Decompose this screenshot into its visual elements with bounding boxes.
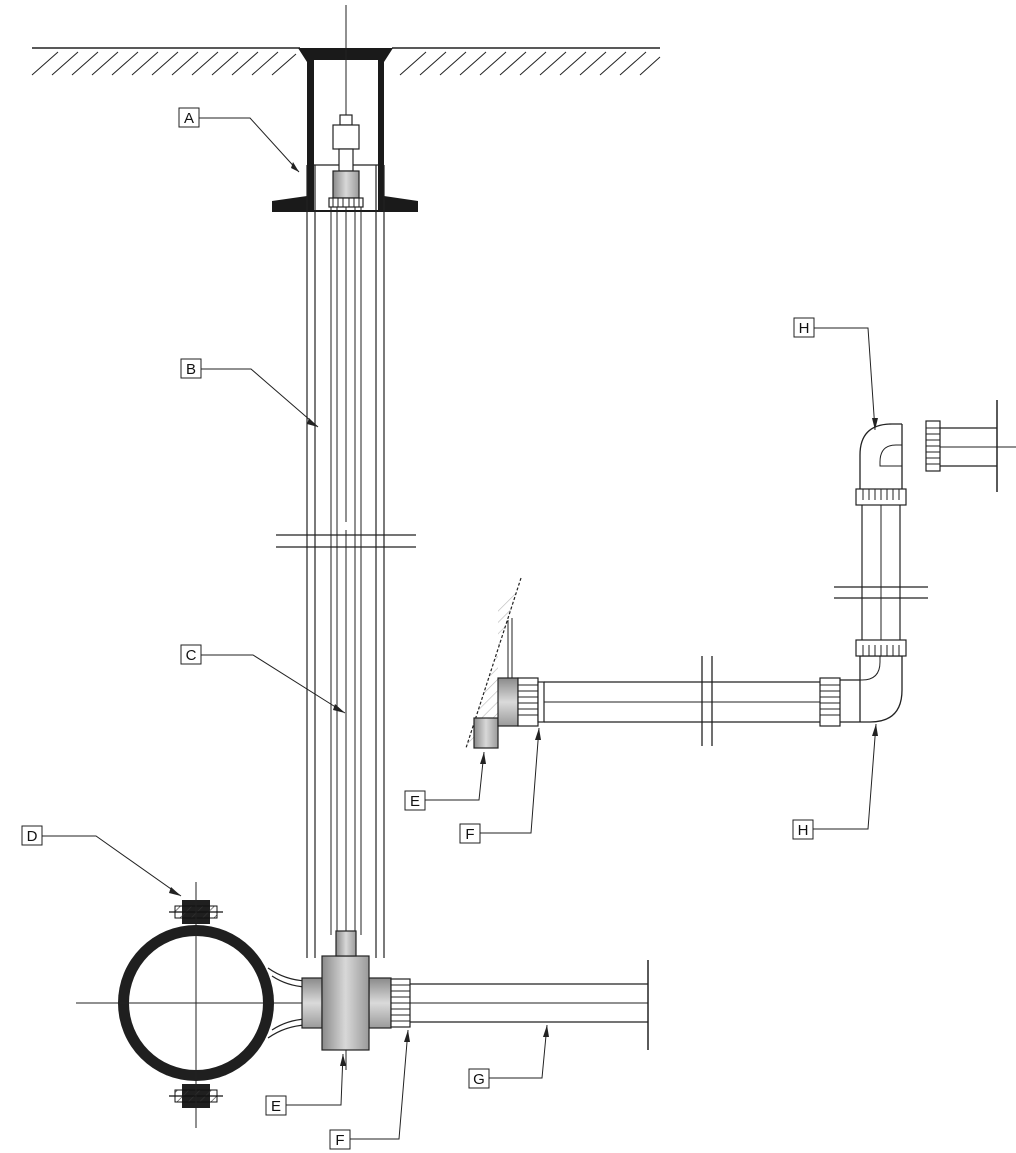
- callout-a-text: A: [184, 110, 194, 127]
- callout-f-upper-text: F: [465, 826, 474, 843]
- callout-e-upper: E: [404, 751, 486, 811]
- riser-coupling-upper: [855, 488, 907, 506]
- callout-g-text: G: [473, 1071, 485, 1088]
- callout-b-text: B: [186, 361, 196, 378]
- service-pipe-lower: [410, 960, 649, 1050]
- water-main: [76, 882, 307, 1128]
- callout-f-lower: F: [329, 1029, 410, 1150]
- operating-rod: [330, 205, 362, 935]
- callout-d-text: D: [27, 828, 38, 845]
- rod-top-fitting: [328, 114, 364, 208]
- callout-h-upper-text: H: [799, 320, 810, 337]
- callout-f-upper: F: [459, 727, 541, 844]
- sleeve-break-line: [276, 522, 416, 548]
- callout-h-lower-text: H: [798, 822, 809, 839]
- callout-g: G: [468, 1024, 549, 1089]
- callout-f-lower-text: F: [335, 1132, 344, 1149]
- callout-h-upper: H: [793, 317, 878, 431]
- extension-sleeve: [306, 165, 385, 958]
- callout-d: D: [21, 825, 182, 897]
- curb-valve: [301, 930, 411, 1051]
- callout-a: A: [178, 107, 300, 173]
- callout-b: B: [180, 358, 319, 428]
- elbow-lower: [840, 655, 903, 723]
- callout-e-lower: E: [265, 1053, 346, 1116]
- callout-h-lower: H: [792, 723, 878, 840]
- riser-coupling-lower: [855, 639, 907, 657]
- service-pipe-upper-horizontal: [544, 656, 820, 746]
- callout-e-upper-text: E: [410, 793, 420, 810]
- riser-pipe: [834, 505, 928, 640]
- wall-section: [465, 577, 522, 749]
- coupling-f-upper: [517, 677, 545, 727]
- coupling-upper-elbow: [925, 420, 941, 472]
- callout-e-lower-text: E: [271, 1098, 281, 1115]
- elbow-upper: [859, 423, 903, 489]
- outlet-pipe: [940, 400, 1016, 492]
- coupling-lower-elbow: [819, 677, 841, 727]
- callout-c: C: [180, 644, 346, 714]
- callout-c-text: C: [186, 647, 197, 664]
- ground-surface: [31, 47, 661, 76]
